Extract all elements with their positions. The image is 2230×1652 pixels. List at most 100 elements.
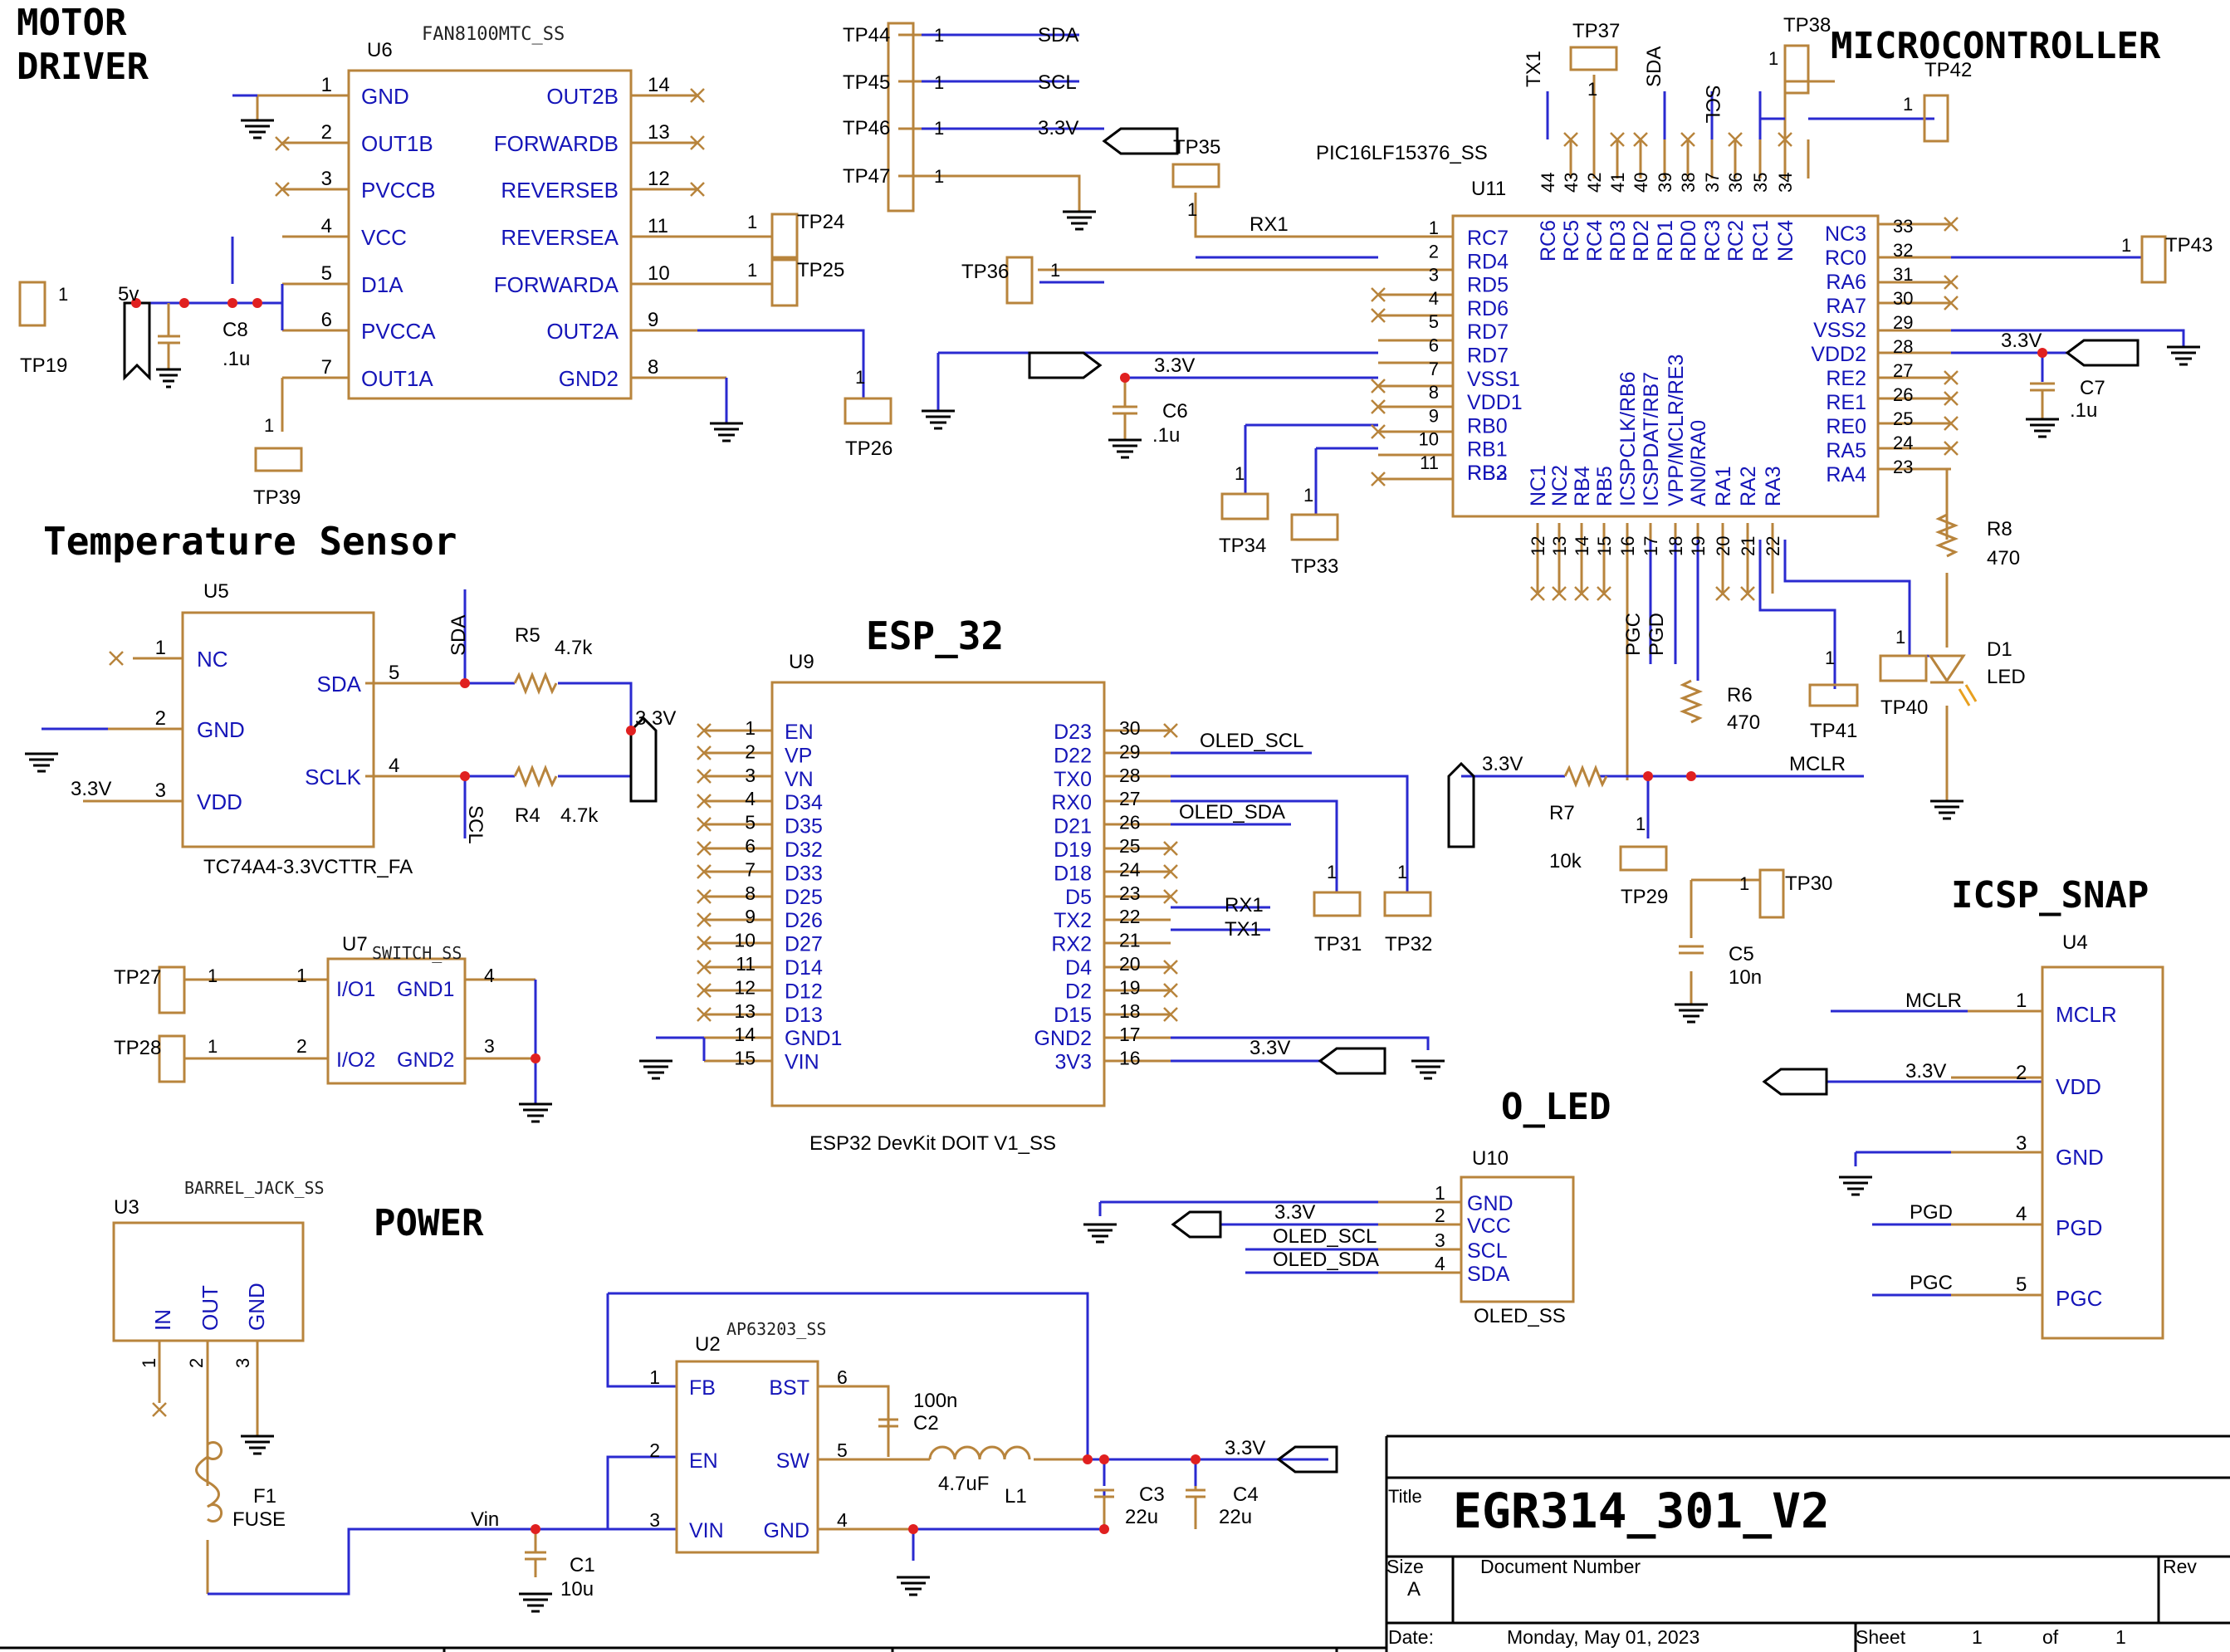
u11-pin-name: VSS1	[1467, 368, 1520, 391]
test-point-pin-number: 1	[934, 166, 944, 187]
u11-pin-number: 6	[1429, 335, 1439, 356]
u11-pin-number: 38	[1678, 173, 1699, 193]
u3-pin-name: GND	[244, 1283, 269, 1331]
document-number-label: Document Number	[1480, 1556, 1641, 1577]
u11-pin-name: RA6	[1826, 271, 1866, 294]
c8-symbol	[158, 303, 180, 369]
u11-pin-number: 30	[1893, 288, 1913, 309]
r4-ref: R4	[515, 804, 540, 827]
test-point-label: TP39	[253, 486, 301, 509]
u9-pin-number: 11	[736, 953, 756, 975]
u5-pin-name: SCLK	[305, 765, 362, 789]
u11-pin-name: VDD1	[1467, 391, 1523, 414]
u11-pin-name: RC1	[1749, 220, 1773, 261]
c3-ref: C3	[1139, 1483, 1165, 1506]
u11-pin-number: 13	[1549, 536, 1570, 556]
c7-value: .1u	[2070, 399, 2097, 422]
test-point-pin-number: 1	[747, 260, 757, 281]
c6-ref: C6	[1162, 400, 1188, 423]
size-value: A	[1407, 1578, 1421, 1601]
u2-pin-name: GND	[763, 1519, 809, 1542]
section-icsp-title: ICSP_SNAP	[1951, 874, 2149, 916]
u9-pin-number: 17	[1119, 1024, 1141, 1045]
u11-pin-number: 26	[1893, 384, 1913, 405]
tp25-pad	[770, 256, 799, 307]
u9-pin-number: 9	[745, 906, 756, 927]
tp42-pad	[1923, 94, 1949, 143]
net-label-sda: SDA	[1643, 46, 1665, 87]
r8-symbol	[1934, 513, 1959, 558]
u6-pin-name: PVCCB	[361, 178, 436, 203]
net-label-pgd: PGD	[1646, 613, 1668, 656]
u2-pin-name: SW	[776, 1449, 810, 1473]
u9-pin-name: D21	[1054, 815, 1092, 838]
u9-pin-number: 14	[734, 1024, 756, 1045]
u9-pin-number: 13	[734, 1000, 756, 1022]
u11-pin-number: 2	[1429, 241, 1439, 261]
tp41-pad	[1808, 683, 1859, 707]
u11-pin-name: RD2	[1630, 220, 1653, 261]
u6-pin-number: 11	[648, 215, 668, 237]
tp19-pad	[18, 281, 46, 327]
tp33-pad	[1290, 513, 1339, 541]
u4-pin-name: MCLR	[2056, 1002, 2117, 1027]
tp32-pad	[1383, 891, 1432, 917]
u10-body	[1460, 1175, 1575, 1303]
u4-pin-name: PGC	[2056, 1286, 2102, 1311]
c1-value: 10u	[560, 1578, 594, 1601]
u5-pin-number: 2	[155, 707, 166, 730]
of-label: of	[2042, 1626, 2059, 1648]
u9-pin-number: 1	[745, 717, 756, 739]
u7-pin-number: 2	[296, 1035, 307, 1057]
power-port-3v3-icon	[1447, 761, 1475, 848]
tp37-pad	[1569, 46, 1618, 71]
u11-pin-name: RE1	[1826, 391, 1866, 414]
net-label-v33: 3.3V	[71, 778, 111, 800]
u2-pin-name: VIN	[689, 1519, 724, 1542]
power-port-5v-icon	[123, 301, 151, 381]
tp39-pad	[254, 447, 303, 472]
u11-pin-number: 5	[1429, 311, 1439, 332]
f1-ref: F1	[253, 1485, 276, 1508]
power-port-3v3-icon	[1762, 1068, 1828, 1096]
u7-pin-number: 4	[484, 965, 495, 986]
u11-pin-name: RA3	[1762, 466, 1785, 506]
u7-pin-number: 3	[484, 1035, 495, 1057]
c3-value: 22u	[1125, 1506, 1158, 1528]
u9-pin-number: 18	[1119, 1000, 1141, 1022]
u6-pin-name: OUT1B	[361, 131, 433, 156]
u4-pin-name: PGD	[2056, 1215, 2102, 1240]
u11-pin-number: 22	[1763, 536, 1783, 556]
c7-ref: C7	[2080, 377, 2105, 399]
tp30-pad	[1758, 868, 1785, 919]
u4-pin-number: 2	[2016, 1062, 2027, 1084]
u11-pin-name: RD7	[1467, 320, 1509, 344]
u11-pin-number: 23	[1893, 457, 1913, 477]
test-point-pin-number: 1	[1235, 463, 1245, 484]
u9-pin-name: RX2	[1051, 933, 1092, 956]
u5-pin-name: VDD	[197, 789, 242, 814]
u11-pin-name: RC7	[1467, 227, 1509, 250]
section-motor-title: DRIVER	[17, 46, 149, 88]
u11-pin-number: 19	[1688, 536, 1709, 556]
u11-pin-number: 34	[1775, 173, 1796, 193]
u9-pin-number: 29	[1119, 740, 1141, 762]
u11-pin-number: 20	[1713, 536, 1734, 556]
u11-pin-name: RE2	[1826, 367, 1866, 390]
u3-pin-name: OUT	[198, 1285, 223, 1331]
u11-part: PIC16LF15376_SS	[1316, 142, 1488, 164]
u9-pin-name: RX0	[1051, 791, 1092, 814]
u9-pin-number: 8	[745, 882, 756, 904]
u11-pin-name: AN0/RA0	[1687, 420, 1710, 506]
u11-pin-number: 42	[1584, 173, 1605, 193]
r5-symbol	[513, 671, 558, 696]
test-point-pin-number: 1	[208, 1036, 218, 1057]
u11-pin-number: 41	[1607, 173, 1628, 193]
u11-pin-name: NC3	[1825, 222, 1866, 246]
symbol-layer	[0, 22, 2230, 1652]
u11-pin-number: 29	[1893, 312, 1913, 333]
power-port-3v3-icon	[2065, 339, 2140, 367]
u6-pin-number: 6	[321, 309, 332, 331]
